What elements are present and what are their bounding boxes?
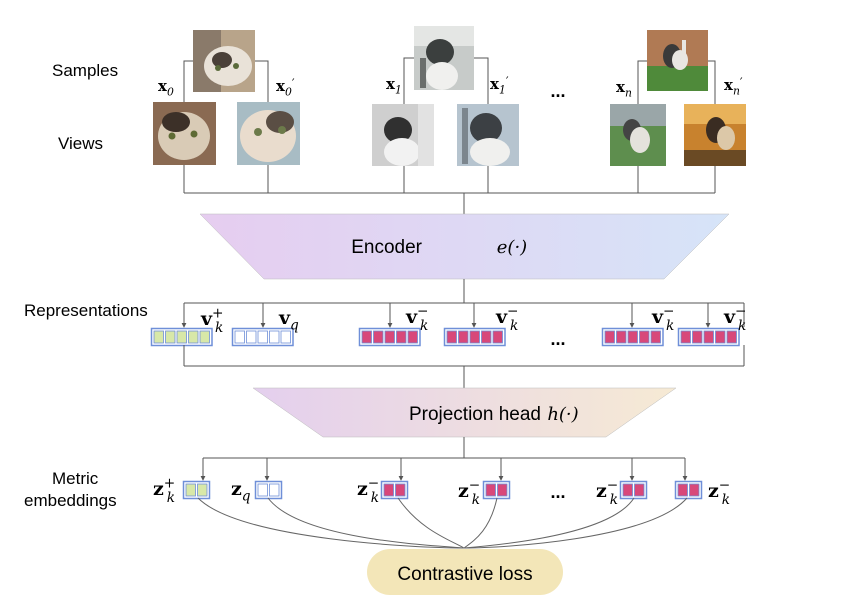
view-image-1 <box>372 104 434 166</box>
representation-vector-4 <box>601 327 664 347</box>
samples-label: Samples <box>52 61 118 80</box>
representation-label-1: vq <box>278 307 299 334</box>
representation-vector-1 <box>231 327 294 347</box>
embedding-vectors <box>182 480 703 500</box>
projection-function: h(·) <box>547 404 578 425</box>
embeddings-ellipsis: ... <box>550 482 565 502</box>
embedding-label-5: z−k <box>708 477 730 508</box>
representation-labels: v+k vq v−k v−k v−k v−k <box>200 303 747 336</box>
projection-to-embeddings <box>200 437 688 481</box>
encoder-function: e(·) <box>497 237 527 258</box>
sample-connectors <box>183 57 716 104</box>
representations-to-projection <box>183 345 745 388</box>
encoder-label: Encoder <box>351 237 422 258</box>
representations-label: Representations <box>24 301 148 320</box>
encoder-block <box>199 213 730 280</box>
view-image-n <box>610 104 666 166</box>
loss-connector-curves <box>197 497 688 549</box>
encoder-to-representations <box>181 279 745 328</box>
representation-label-0: v+k <box>200 305 224 336</box>
projection-label: Projection head <box>409 404 541 425</box>
embedding-vector-2 <box>380 480 409 500</box>
representation-label-2: v−k <box>405 303 429 334</box>
embedding-vector-5 <box>674 480 703 500</box>
sample-label-2: x1 <box>386 75 402 97</box>
view-image-0 <box>153 102 216 165</box>
projection-head-block <box>252 387 677 438</box>
sample-label-5: xn′ <box>724 75 743 97</box>
representation-vector-2 <box>358 327 421 347</box>
sample-image-n <box>647 30 708 91</box>
sample-image-1 <box>414 26 474 90</box>
sample-label-4: xn <box>616 78 632 100</box>
embedding-labels: z+k zq z−k z−k z−k z−k <box>153 475 730 508</box>
contrastive-loss-box <box>367 549 563 595</box>
sample-image-0 <box>193 30 255 92</box>
representation-vector-0 <box>150 327 213 347</box>
representation-vector-3 <box>443 327 506 347</box>
samples-ellipsis: ... <box>550 81 565 101</box>
representation-label-5: v−k <box>723 303 747 334</box>
representation-label-4: v−k <box>651 303 675 334</box>
sample-label-3: x1′ <box>490 74 509 96</box>
representations-ellipsis: ... <box>550 329 565 349</box>
embedding-label-0: z+k <box>153 475 175 506</box>
representation-vector-5 <box>677 327 740 347</box>
metric-label-line1: Metric <box>52 469 99 488</box>
sample-label-0: x0 <box>158 77 174 99</box>
embedding-label-3: z−k <box>458 477 480 508</box>
representation-vectors <box>150 327 740 347</box>
embedding-label-1: zq <box>231 478 251 505</box>
contrastive-loss-label: Contrastive loss <box>397 564 532 585</box>
embedding-vector-1 <box>254 480 283 500</box>
sample-view-labels: x0 x0′ x1 x1′ xn xn′ <box>158 74 743 99</box>
embedding-label-4: z−k <box>596 477 618 508</box>
sample-label-1: x0′ <box>276 76 295 98</box>
embedding-vector-3 <box>482 480 511 500</box>
views-to-encoder <box>183 165 716 214</box>
views-label: Views <box>58 134 103 153</box>
view-image-0-prime <box>237 102 300 165</box>
embedding-vector-0 <box>182 480 211 500</box>
representation-label-3: v−k <box>495 303 519 334</box>
embedding-label-2: z−k <box>357 475 379 506</box>
view-image-n-prime <box>684 104 746 166</box>
embedding-vector-4 <box>619 480 648 500</box>
metric-label-line2: embeddings <box>24 491 117 510</box>
view-image-1-prime <box>457 104 519 166</box>
